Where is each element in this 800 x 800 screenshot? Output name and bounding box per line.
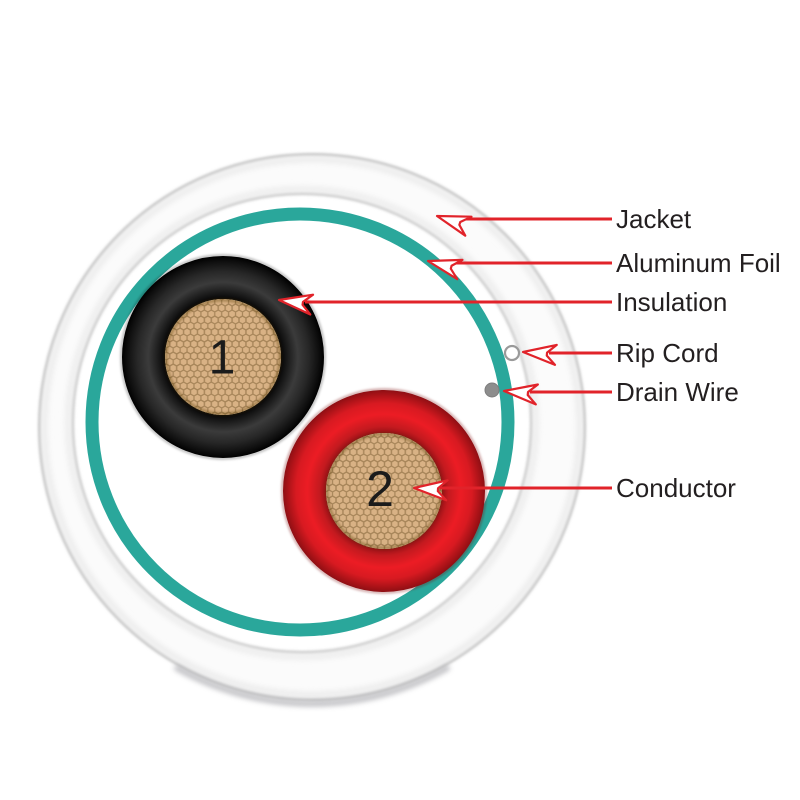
conductor-1-insulation-ring — [122, 256, 324, 458]
conductor-2: 2 — [281, 388, 487, 594]
aluminum-foil-ring — [85, 207, 515, 637]
conductor-1-core-rim — [164, 298, 282, 416]
label-drain-wire: Drain Wire — [616, 377, 739, 407]
drain-wire-dot — [484, 382, 500, 398]
rip-cord-arrow-icon — [521, 343, 558, 366]
annotation-arrows — [277, 214, 612, 502]
conductor-2-outer-edge — [281, 388, 487, 594]
label-rip-cord: Rip Cord — [616, 338, 719, 368]
jacket-arrow-icon — [435, 214, 473, 237]
conductor-2-core — [326, 433, 442, 549]
conductor-1-outer-edge — [120, 254, 326, 460]
jacket-bottom-shadow — [173, 664, 451, 707]
drain-wire-arrow-icon — [502, 383, 539, 406]
conductor-2-number: 2 — [366, 461, 394, 517]
label-conductor: Conductor — [616, 473, 736, 503]
label-jacket: Jacket — [616, 204, 692, 234]
conductor-1-core — [165, 299, 281, 415]
conductor-arrow-icon — [412, 479, 449, 502]
label-insulation: Insulation — [616, 287, 728, 317]
aluminum-foil-arrow-icon — [426, 258, 464, 281]
rip-cord-dot — [503, 344, 521, 362]
jacket-ring — [38, 153, 587, 707]
conductor-1: 1 — [120, 254, 326, 460]
conductor-2-core-rim — [325, 432, 443, 550]
conductor-1-number: 1 — [209, 332, 236, 385]
conductor-2-insulation-ring — [283, 390, 485, 592]
insulation-arrow-icon — [277, 293, 315, 316]
label-aluminum-foil: Aluminum Foil — [616, 248, 781, 278]
